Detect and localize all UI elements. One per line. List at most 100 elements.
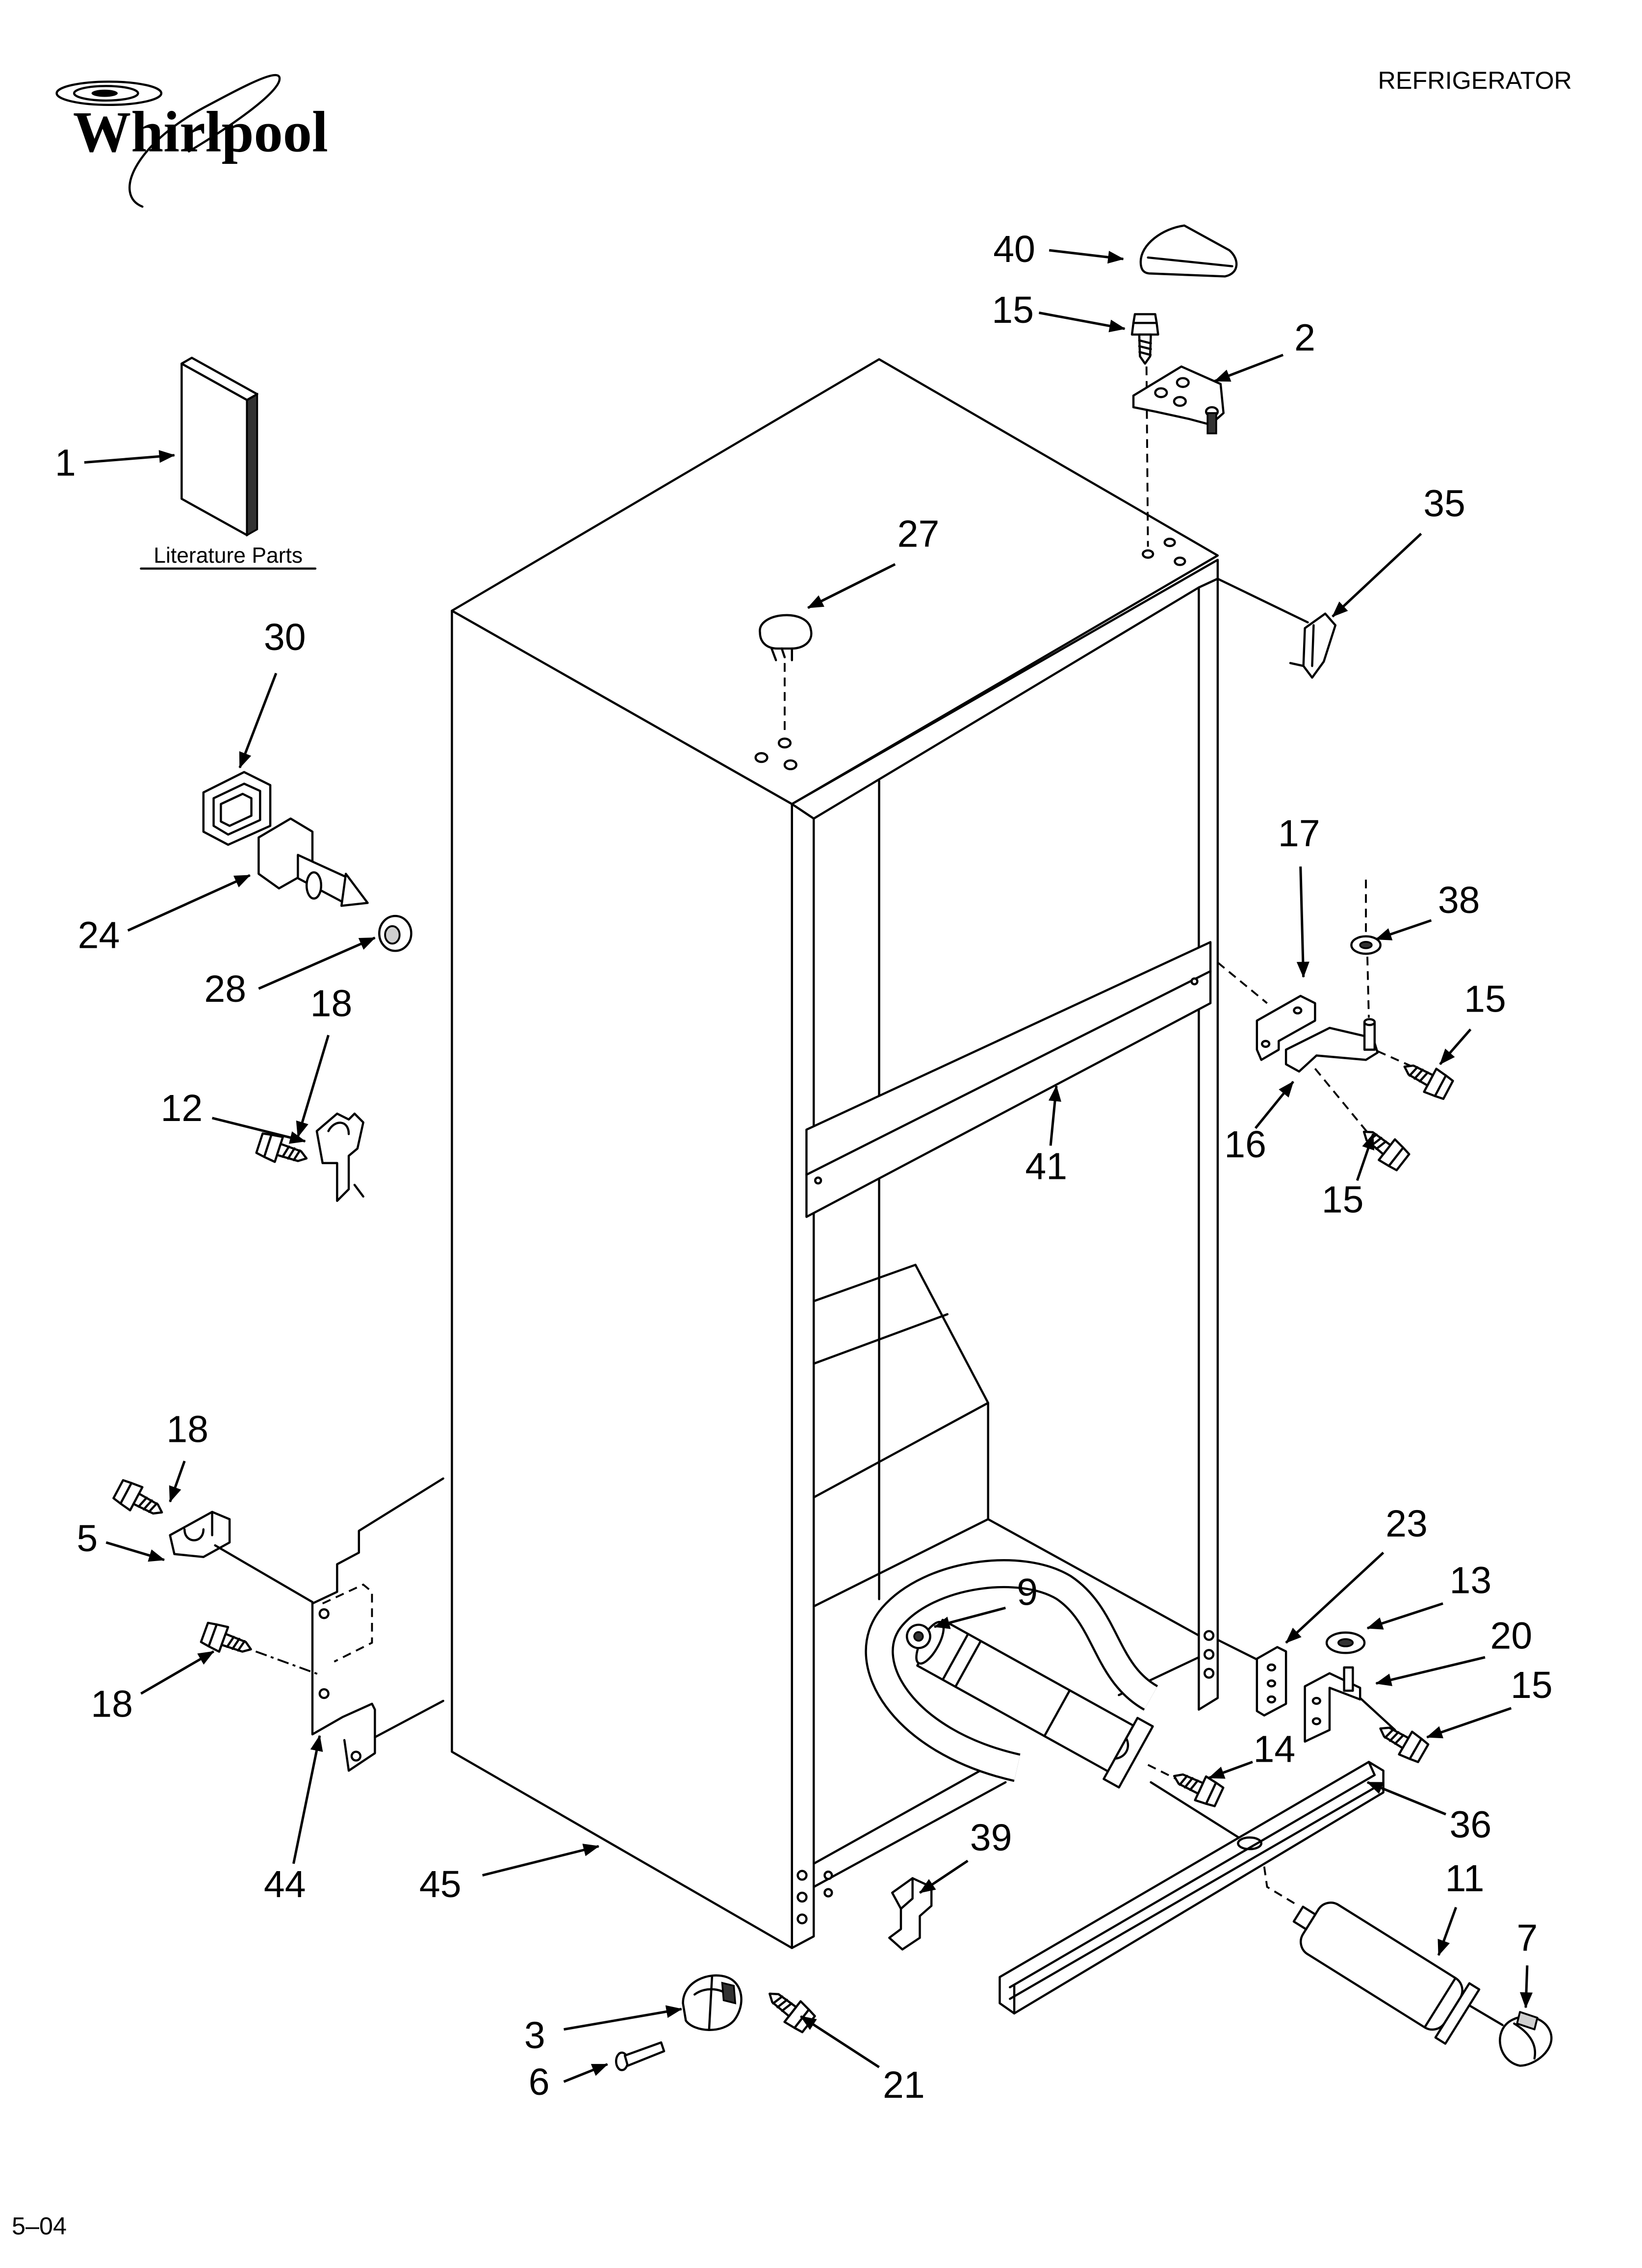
leader-arrow: [127, 874, 251, 932]
callout-label: 45: [419, 1863, 462, 1905]
part-leveling-cap: [682, 1974, 743, 2031]
callout-label: 28: [204, 968, 246, 1010]
divider-bar-hole: [1190, 977, 1199, 986]
leader-arrow: [1439, 1028, 1472, 1065]
leader-arrow: [1254, 1081, 1294, 1129]
part-washer-38: [1350, 935, 1382, 955]
part-washer-13: [1325, 1631, 1366, 1654]
leader-arrow: [1375, 919, 1432, 940]
part-pin-6: [615, 2041, 666, 2071]
part-washer-28: [378, 914, 412, 952]
leader-arrow: [919, 1859, 969, 1894]
callout-label: 12: [161, 1087, 203, 1129]
part-divider-bar: [805, 941, 1212, 1218]
logo-swirl-inner: [91, 89, 118, 97]
logo-swirl-mid: [73, 85, 139, 102]
callout-label: 17: [1278, 812, 1320, 855]
part-clip-12: [315, 1112, 364, 1202]
callout-label: 6: [529, 2061, 550, 2103]
leader-arrow: [807, 563, 896, 609]
callout-label: 24: [78, 914, 120, 956]
callout-label: 13: [1450, 1560, 1492, 1602]
callout-label: 38: [1438, 879, 1480, 921]
kick-plate-edge: [812, 1765, 989, 1865]
part-clip-35: [1289, 612, 1337, 679]
leader-arrow: [258, 937, 376, 990]
leader-arrow: [1038, 312, 1126, 333]
leader-arrow: [1520, 1965, 1533, 2008]
leader-arrows: [84, 249, 1533, 2083]
callout-label: 27: [898, 513, 940, 555]
callout-label: 11: [1445, 1857, 1485, 1900]
callout-label: 15: [1511, 1664, 1553, 1706]
assembly-line: [1217, 962, 1268, 1004]
callout-label: 14: [1254, 1728, 1296, 1770]
callout-label: 3: [524, 2014, 545, 2057]
leader-arrow: [169, 1460, 186, 1503]
assembly-line: [1469, 2005, 1504, 2026]
leader-arrow: [563, 2063, 608, 2083]
evaporator-cover: [812, 1263, 989, 1520]
logo-wordmark: Whirlpool: [73, 100, 328, 164]
callout-label: 9: [1017, 1571, 1038, 1613]
callout-label: 7: [1517, 1917, 1538, 1959]
leader-arrow: [84, 450, 176, 464]
assembly-line: [214, 1544, 314, 1603]
leader-arrow: [564, 2005, 683, 2031]
callout-labels: 40 15 2 1 27 35 30 24 28 18 12 17 38 15 …: [55, 228, 1553, 2106]
leader-arrow: [292, 1735, 323, 1864]
date-code: 5–04: [12, 2212, 67, 2240]
part-bracket-20: [1304, 1666, 1361, 1743]
logo-swirl-outer: [55, 80, 163, 106]
cabinet-left-front-stile: [791, 803, 815, 1949]
leader-arrow: [1048, 1085, 1061, 1146]
cabinet-holes: [754, 537, 1215, 1925]
callout-label: 39: [970, 1817, 1012, 1859]
part-hinge-16: [1284, 1018, 1379, 1073]
leader-arrow: [1332, 533, 1422, 618]
callout-label: 5: [77, 1517, 98, 1560]
leader-arrow: [1375, 1656, 1486, 1686]
part-knob: [1499, 2011, 1553, 2067]
leader-arrow: [1214, 354, 1284, 383]
leader-arrow: [238, 673, 278, 769]
leader-arrow: [1049, 249, 1124, 264]
divider-bar-edge: [805, 970, 1212, 1176]
part-top-hinge: [1132, 365, 1225, 435]
callout-label: 18: [166, 1408, 208, 1451]
part-filter-cartridge: [1292, 1902, 1481, 2045]
callout-label: 23: [1385, 1503, 1428, 1545]
callout-label: 15: [992, 289, 1034, 331]
part-bracket-23: [1256, 1646, 1287, 1717]
assembly-line: [1216, 1639, 1260, 1662]
evaporator-cover-edge: [812, 1313, 949, 1365]
leader-arrow: [1426, 1707, 1512, 1739]
assembly-line: [1359, 1696, 1396, 1731]
leader-arrow: [800, 2015, 880, 2068]
part-gasket: [202, 771, 272, 846]
part-mounting-plate: [311, 1477, 444, 1772]
callout-label: 15: [1322, 1178, 1364, 1221]
cabinet: [451, 358, 1219, 1949]
compartment-floor: [812, 1518, 1200, 1637]
callout-label: 41: [1025, 1145, 1067, 1187]
whirlpool-logo: Whirlpool: [55, 74, 328, 208]
assembly-line: [1216, 577, 1309, 624]
leader-arrow: [296, 1035, 330, 1138]
callout-label: 16: [1224, 1123, 1266, 1166]
leader-arrow: [1296, 866, 1309, 978]
literature-parts-label: Literature Parts: [154, 544, 303, 568]
assembly-line: [1366, 956, 1370, 1018]
part-plug: [759, 614, 813, 661]
leader-arrow: [1366, 1602, 1443, 1630]
leader-arrow: [211, 1117, 306, 1144]
leader-arrow: [1437, 1906, 1458, 1956]
callout-label: 44: [264, 1863, 306, 1905]
callout-label: 15: [1464, 978, 1506, 1020]
leader-arrow: [1208, 1761, 1253, 1779]
part-bracket-17: [1256, 994, 1316, 1061]
cabinet-right-front-stile: [1198, 577, 1219, 1711]
callout-label: 18: [310, 983, 353, 1025]
assembly-line: [1263, 1866, 1297, 1905]
